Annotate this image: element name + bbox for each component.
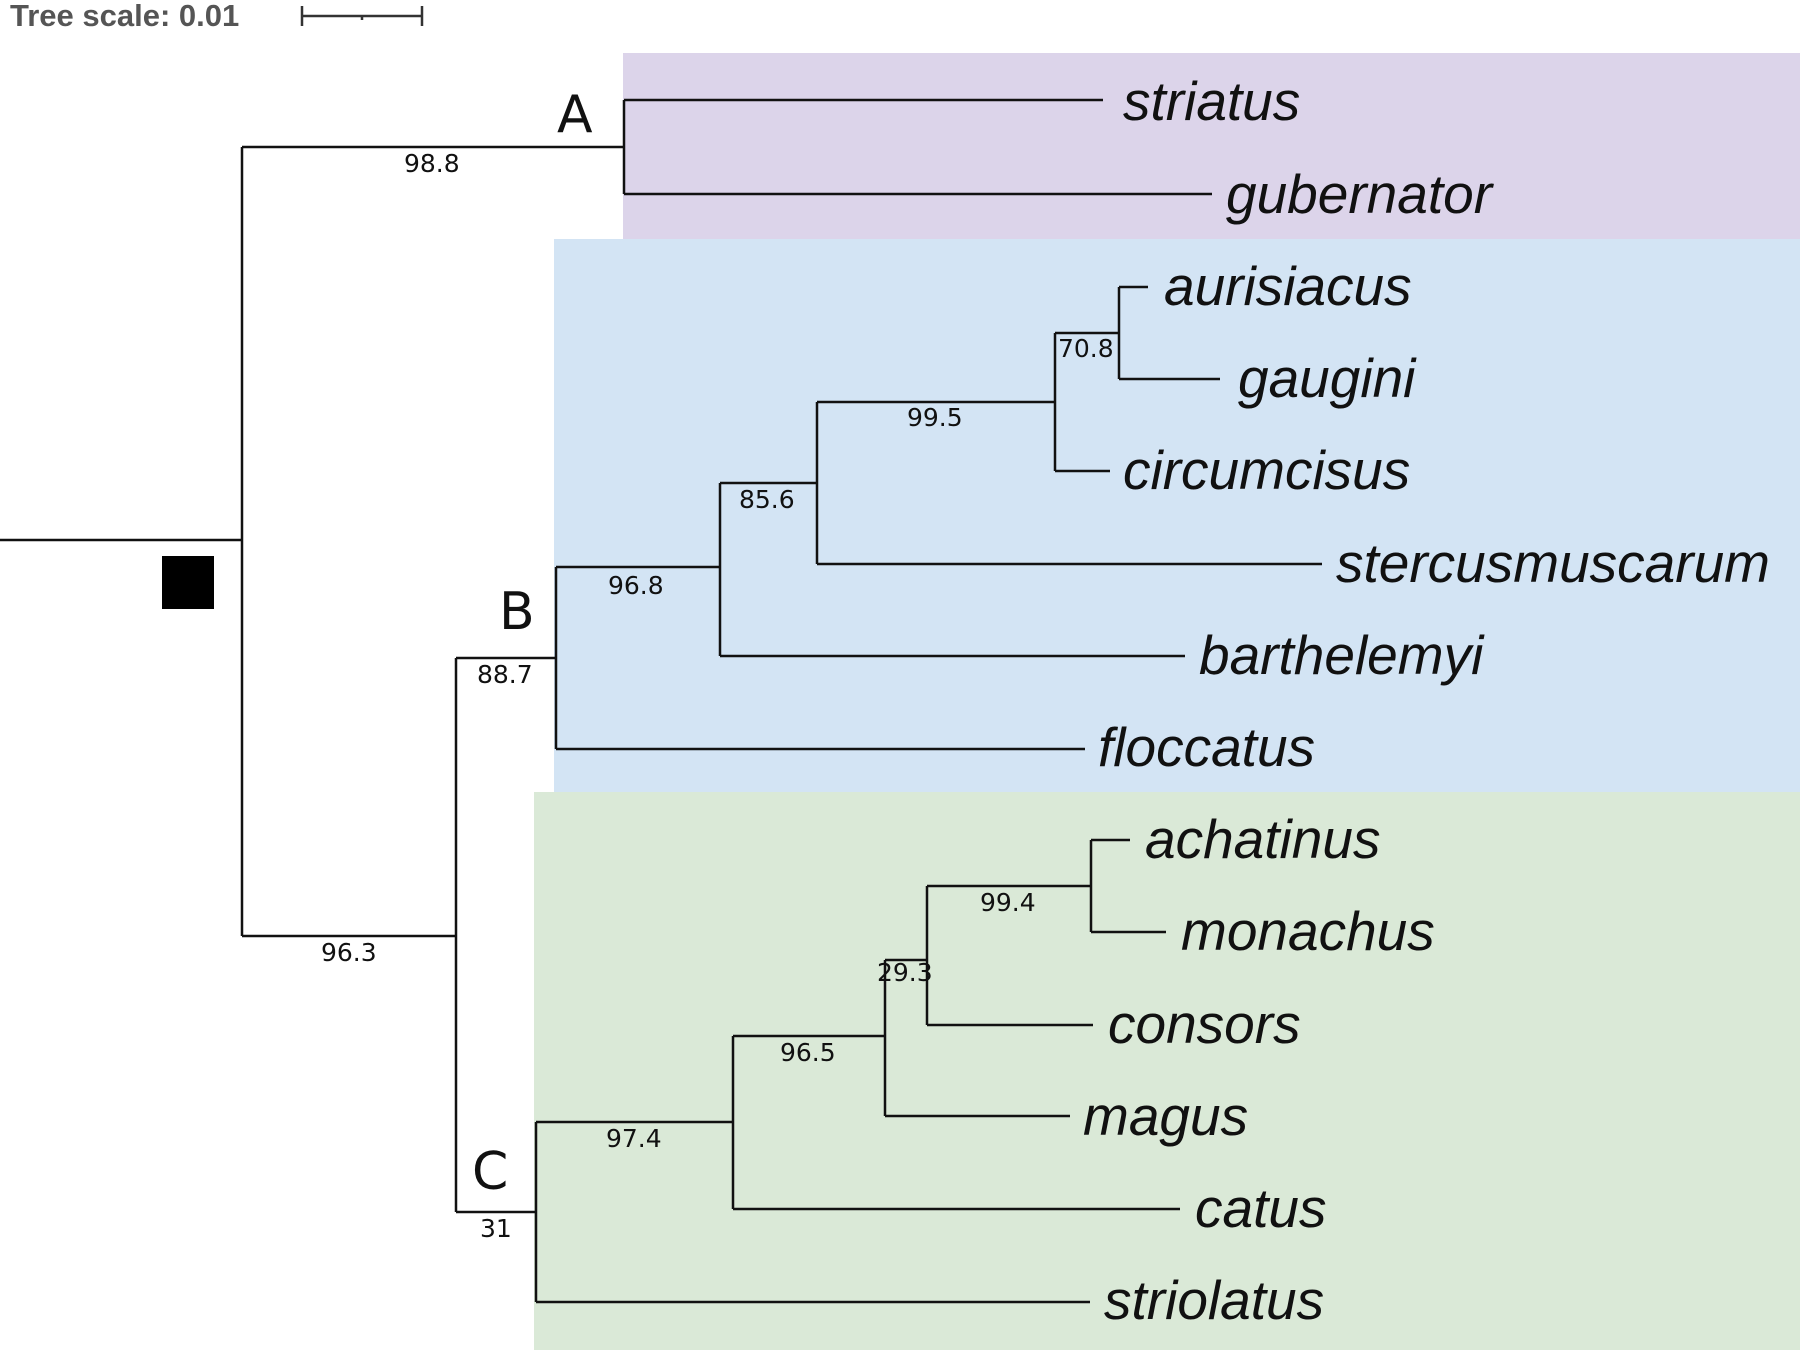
taxon-label-striatus: striatus xyxy=(1123,70,1300,132)
support-value: 70.8 xyxy=(1058,334,1114,363)
support-value: 96.8 xyxy=(608,571,664,600)
tree-scale-bar xyxy=(300,6,424,26)
clade-label-a: A xyxy=(557,85,593,145)
clade-label-c: C xyxy=(472,1142,508,1202)
taxon-label-circumcisus: circumcisus xyxy=(1123,439,1410,501)
taxon-label-magus: magus xyxy=(1083,1085,1248,1147)
taxon-label-striolatus: striolatus xyxy=(1104,1269,1324,1331)
support-value: 99.4 xyxy=(980,888,1036,917)
support-values: 98.8 70.8 99.5 85.6 96.8 88.7 96.3 99.4 … xyxy=(321,149,1114,1243)
taxon-label-consors: consors xyxy=(1108,993,1301,1055)
support-value: 98.8 xyxy=(404,149,460,178)
taxon-label-barthelemyi: barthelemyi xyxy=(1199,624,1485,686)
taxon-label-stercusmuscarum: stercusmuscarum xyxy=(1336,532,1770,594)
tree-scale-label: Tree scale: 0.01 xyxy=(10,0,239,33)
support-value: 85.6 xyxy=(739,485,795,514)
taxon-label-catus: catus xyxy=(1195,1177,1326,1239)
support-value: 99.5 xyxy=(907,403,963,432)
taxon-label-gubernator: gubernator xyxy=(1226,163,1495,225)
taxon-label-aurisiacus: aurisiacus xyxy=(1164,255,1412,317)
taxon-label-achatinus: achatinus xyxy=(1145,808,1380,870)
support-value: 96.5 xyxy=(780,1038,836,1067)
clade-label-b: B xyxy=(499,582,535,642)
clade-b-highlight xyxy=(554,239,1800,792)
support-value: 29.3 xyxy=(877,958,933,987)
tree-branches xyxy=(0,98,1322,1304)
taxon-labels: striatus gubernator aurisiacus gaugini c… xyxy=(1083,70,1770,1331)
support-value: 97.4 xyxy=(606,1124,662,1153)
support-value: 96.3 xyxy=(321,938,377,967)
taxon-label-floccatus: floccatus xyxy=(1098,716,1315,778)
clade-c-highlight xyxy=(534,792,1800,1350)
clade-a-highlight xyxy=(623,53,1800,239)
support-value: 31 xyxy=(480,1214,512,1243)
taxon-label-gaugini: gaugini xyxy=(1238,347,1417,409)
support-value: 88.7 xyxy=(477,660,533,689)
taxon-label-monachus: monachus xyxy=(1181,900,1435,962)
root-marker-square xyxy=(162,556,214,609)
